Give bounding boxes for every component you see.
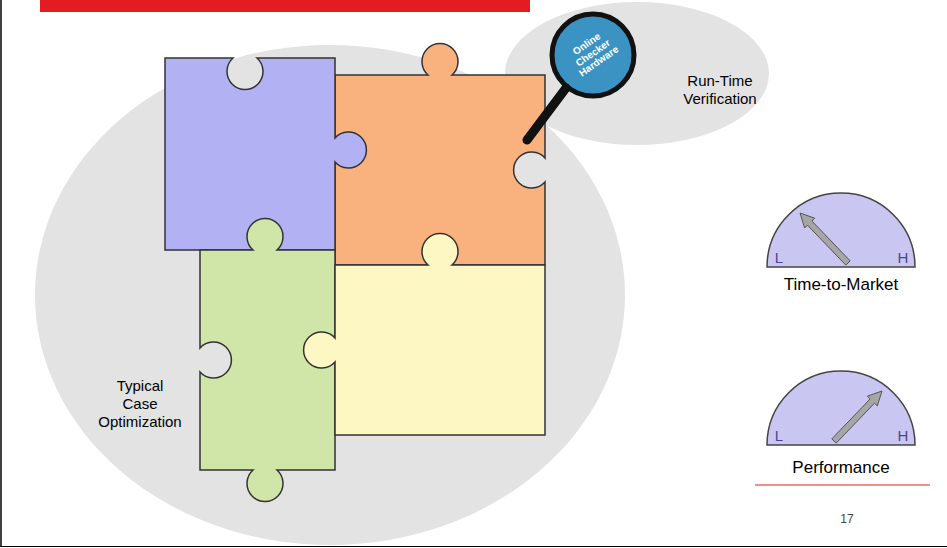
region-label: Typical Case Optimization [98,377,181,431]
gauge-dial [767,371,915,445]
gauge-high-mark: H [898,427,909,445]
gauge: L H Performance [766,370,916,482]
verification-ellipse-fill [505,2,769,145]
gauge-dial [767,193,915,267]
gauge-low-mark: L [775,249,783,267]
gauge-high-mark: H [898,249,909,267]
verification-ellipse: Run-Time Verification Online Checker Hard… [505,2,769,145]
gauge: L H Time-to-Market [766,192,916,302]
title-bar [40,0,530,12]
gauge-label: Performance [792,458,889,478]
footer-rule [755,484,930,485]
slide-border [0,546,947,547]
gauge-label: Time-to-Market [784,275,899,295]
region-ellipse: Typical Case Optimization [35,45,625,545]
puzzle-piece [304,234,545,435]
region-ellipse-outline [35,45,625,545]
lens-label: Online Checker Hardware [565,27,620,79]
gauge-low-mark: L [775,427,783,445]
slide-border [0,0,2,547]
verification-label: Run-Time Verification [675,72,765,108]
magnifier-lens-fill [552,14,634,96]
magnifier-lens: Online Checker Hardware [549,11,637,99]
page-number: 17 [840,512,853,526]
region-ellipse-fill [35,45,625,545]
